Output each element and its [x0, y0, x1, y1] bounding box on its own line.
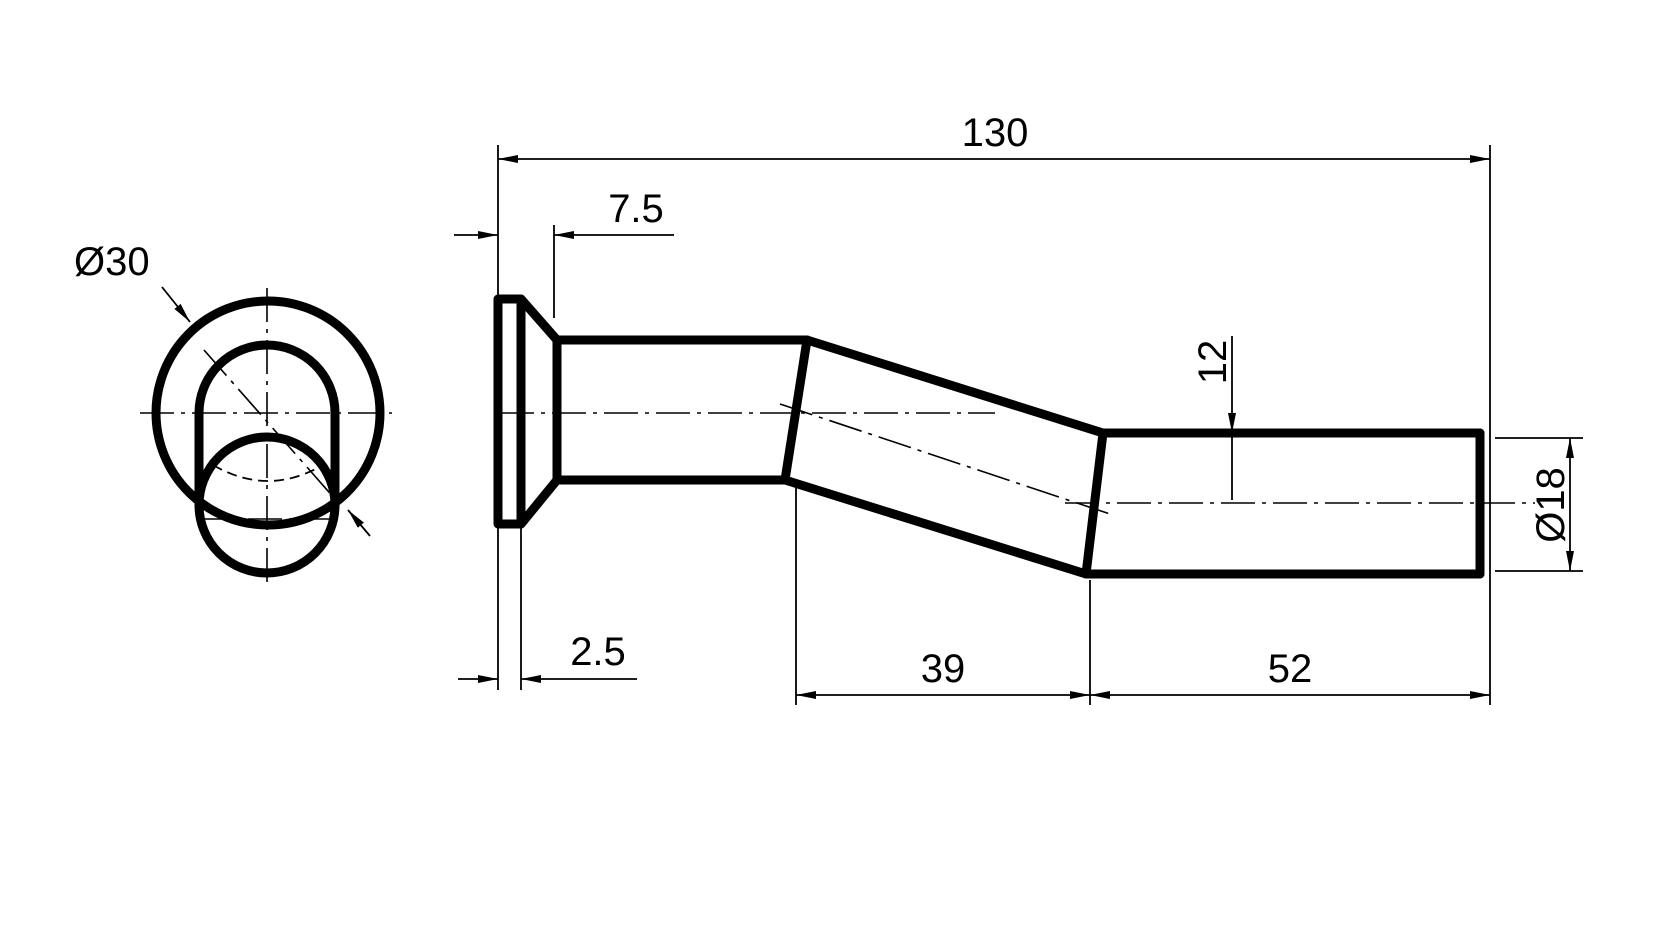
dim-2-5-label: 2.5 [570, 630, 626, 674]
head-chamfer [516, 294, 562, 529]
side-view: 130 7.5 2.5 39 52 12 Ø18 [454, 111, 1583, 705]
dim-7-5-label: 7.5 [608, 187, 664, 231]
head-outer-circle [151, 296, 385, 530]
diameter-30-leader-line [203, 349, 336, 500]
diameter-30-label: Ø30 [74, 240, 150, 284]
head-flange [493, 294, 526, 529]
dim-130-label: 130 [962, 111, 1029, 155]
shank-offset-outline [194, 340, 340, 507]
diameter-30-leader [161, 286, 191, 323]
dim-12-label: 12 [1191, 340, 1235, 385]
diameter-30-leader-end [347, 509, 371, 537]
offset-bottom-edge [780, 475, 1091, 579]
dim-39-label: 39 [921, 647, 966, 691]
dim-52-label: 52 [1268, 647, 1313, 691]
shank-end-circle [194, 432, 340, 578]
end-view: Ø30 [74, 240, 392, 585]
offset-top-edge [802, 335, 1108, 438]
bend-1 [780, 335, 812, 485]
offset-centerline [779, 403, 1111, 515]
bend-2 [1081, 428, 1108, 579]
hidden-arc [212, 464, 324, 482]
dim-18-label: Ø18 [1529, 467, 1573, 543]
